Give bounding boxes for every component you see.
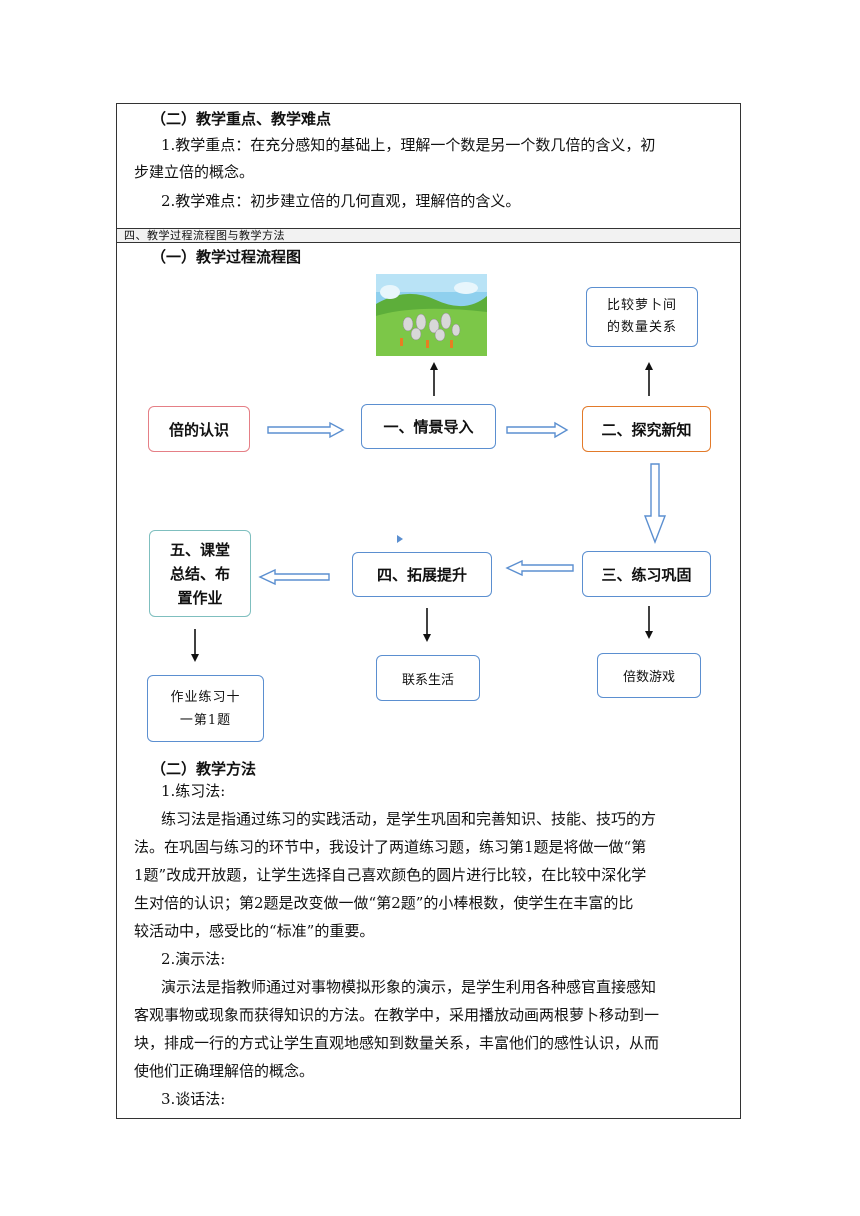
document-table: （二）教学重点、教学难点 1.教学重点：在充分感知的基础上，理解一个数是另一个数…: [116, 103, 741, 1119]
method2-title: 2.演示法:: [161, 946, 225, 973]
method2-line-1: 演示法是指教师通过对事物模拟形象的演示，是学生利用各种感官直接感知: [161, 974, 656, 1001]
arrow-step1-to-step2: [507, 423, 567, 437]
method1-title: 1.练习法:: [161, 778, 225, 805]
method1-line-2: 法。在巩固与练习的环节中，我设计了两道练习题，练习第1题是将做一做“第: [134, 834, 646, 861]
process-cell: （一）教学过程流程图 比较萝卜间 的数量关系: [117, 244, 740, 1120]
method2-line-4: 使他们正确理解倍的概念。: [134, 1058, 314, 1085]
method1-line-3: 1题”改成开放题，让学生选择自己喜欢颜色的圆片进行比较，在比较中深化学: [134, 862, 646, 889]
arrow-step3-to-step4: [507, 561, 573, 575]
method1-line-4: 生对倍的认识；第2题是改变做一做“第2题”的小棒根数，使学生在丰富的比: [134, 890, 633, 917]
method2-line-3: 块，排成一行的方式让学生直观地感知到数量关系，丰富他们的感性认识，从而: [134, 1030, 659, 1057]
arrow-step2-to-step3: [645, 464, 665, 542]
key-points-heading: （二）教学重点、教学难点: [151, 108, 331, 129]
methods-heading: （二）教学方法: [151, 758, 256, 779]
arrow-step4-to-step5: [260, 570, 329, 584]
method3-title: 3.谈话法:: [161, 1086, 225, 1113]
difficulty-line: 2.教学难点：初步建立倍的几何直观，理解倍的含义。: [161, 188, 520, 215]
method2-line-2: 客观事物或现象而获得知识的方法。在教学中，采用播放动画两根萝卜移动到一: [134, 1002, 659, 1029]
flow-arrows: [117, 244, 740, 764]
method1-line-5: 较活动中，感受比的“标准”的重要。: [134, 918, 374, 945]
section-title-row: 四、教学过程流程图与教学方法: [117, 229, 740, 243]
key-point-line-1: 1.教学重点：在充分感知的基础上，理解一个数是另一个数几倍的含义，初: [161, 132, 655, 159]
method1-line-1: 练习法是指通过练习的实践活动，是学生巩固和完善知识、技能、技巧的方: [161, 806, 656, 833]
key-points-cell: （二）教学重点、教学难点 1.教学重点：在充分感知的基础上，理解一个数是另一个数…: [117, 104, 740, 229]
key-point-line-2: 步建立倍的概念。: [134, 159, 254, 186]
arrow-start-to-step1: [268, 423, 343, 437]
play-marker-icon: [397, 535, 403, 543]
